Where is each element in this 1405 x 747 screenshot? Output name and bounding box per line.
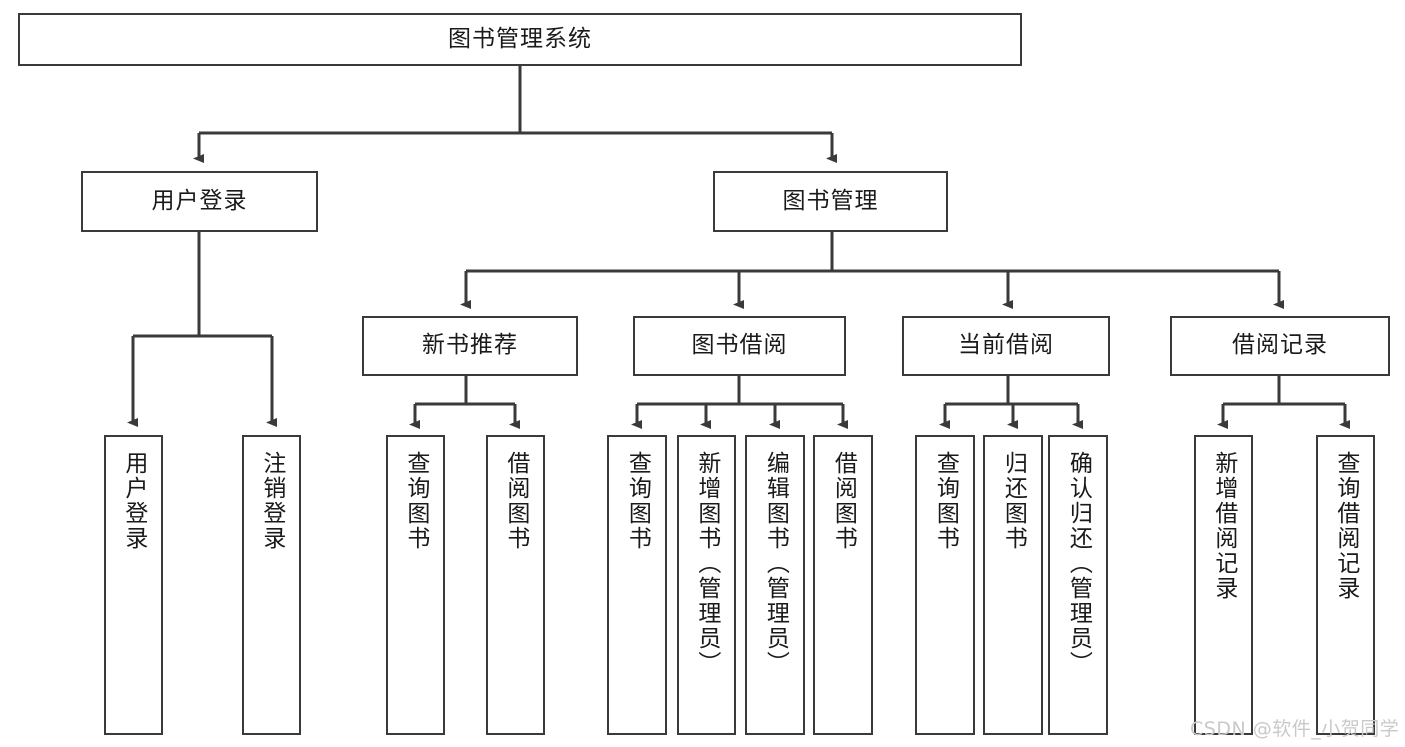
csdn-watermark: CSDN @软件_小贺同学 — [1190, 718, 1400, 740]
node-borrow-record[interactable]: 借阅记录 — [1170, 316, 1390, 376]
leaf-borrow-edit-book-admin[interactable]: 编辑图书（管理员） — [745, 435, 805, 735]
node-current-borrow[interactable]: 当前借阅 — [902, 316, 1110, 376]
node-label: 图书借阅 — [691, 332, 788, 359]
node-label: 查询借阅记录 — [1332, 451, 1359, 601]
node-label: 新增借阅记录 — [1210, 451, 1237, 601]
leaf-current-query-book[interactable]: 查询图书 — [915, 435, 975, 735]
leaf-new-book-query[interactable]: 查询图书 — [386, 435, 445, 735]
node-label: 查询图书 — [402, 451, 429, 551]
node-label: 归还图书 — [1000, 451, 1027, 551]
leaf-new-book-borrow[interactable]: 借阅图书 — [486, 435, 545, 735]
node-label: 借阅图书 — [502, 451, 529, 551]
node-label: 查询图书 — [932, 451, 959, 551]
node-label: 新增图书（管理员） — [693, 451, 720, 676]
leaf-borrow-query-book[interactable]: 查询图书 — [607, 435, 667, 735]
node-root-system[interactable]: 图书管理系统 — [18, 13, 1022, 66]
leaf-current-return-book[interactable]: 归还图书 — [983, 435, 1043, 735]
node-label: 编辑图书（管理员） — [762, 451, 789, 676]
leaf-record-query-borrow-record[interactable]: 查询借阅记录 — [1316, 435, 1375, 735]
node-label: 确认归还（管理员） — [1065, 451, 1092, 676]
leaf-record-add-borrow-record[interactable]: 新增借阅记录 — [1194, 435, 1253, 735]
node-label: 用户登录 — [120, 451, 147, 551]
node-label: 注销登录 — [258, 451, 285, 551]
node-label: 查询图书 — [624, 451, 651, 551]
leaf-user-login-signin[interactable]: 用户登录 — [104, 435, 163, 735]
leaf-current-confirm-return-admin[interactable]: 确认归还（管理员） — [1048, 435, 1108, 735]
node-book-management[interactable]: 图书管理 — [713, 171, 948, 232]
node-book-borrow[interactable]: 图书借阅 — [633, 316, 846, 376]
node-label: 当前借阅 — [958, 332, 1054, 359]
leaf-borrow-borrow-book[interactable]: 借阅图书 — [813, 435, 873, 735]
leaf-user-login-signout[interactable]: 注销登录 — [242, 435, 301, 735]
node-label: 新书推荐 — [422, 332, 518, 359]
node-label: 用户登录 — [151, 187, 248, 214]
node-label: 借阅记录 — [1232, 332, 1328, 359]
node-label: 图书管理系统 — [448, 25, 592, 52]
node-new-book-recommend[interactable]: 新书推荐 — [362, 316, 578, 376]
node-label: 图书管理 — [782, 187, 879, 214]
node-label: 借阅图书 — [830, 451, 857, 551]
node-user-login[interactable]: 用户登录 — [81, 171, 318, 232]
leaf-borrow-add-book-admin[interactable]: 新增图书（管理员） — [677, 435, 736, 735]
